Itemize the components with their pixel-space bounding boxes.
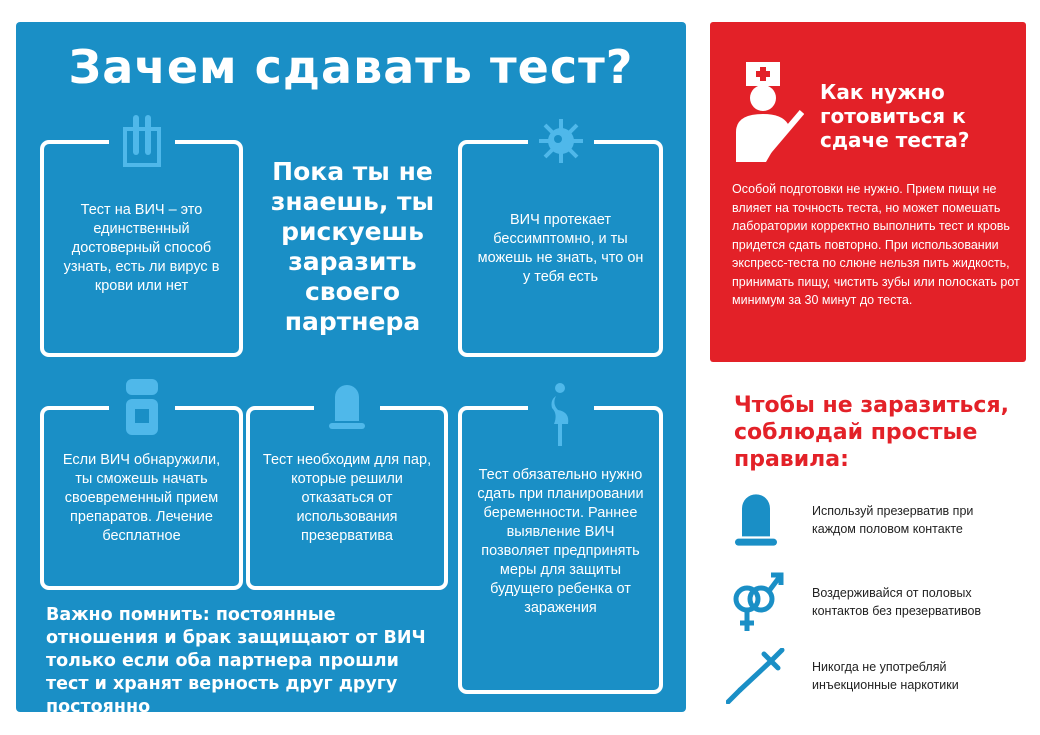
info-box-asymptomatic: ВИЧ протекает бессимптомно, и ты можешь … bbox=[458, 110, 663, 357]
test-tubes-icon bbox=[108, 110, 175, 172]
rule-text: Воздерживайся от половых контактов без п… bbox=[812, 586, 982, 618]
box-text: Тест необходим для пар, которые решили о… bbox=[262, 451, 432, 544]
rule-item: Воздерживайся от половых контактов без п… bbox=[726, 572, 981, 631]
info-box-only-method: Тест на ВИЧ – это единственный достоверн… bbox=[40, 110, 243, 357]
condom-icon bbox=[314, 376, 380, 438]
rule-text: Используй презерватив при каждом половом… bbox=[812, 504, 974, 536]
condom-icon bbox=[726, 492, 786, 548]
rule-item: Используй презерватив при каждом половом… bbox=[726, 492, 973, 548]
gender-symbols-icon bbox=[726, 572, 786, 631]
box-text: Тест на ВИЧ – это единственный достоверн… bbox=[63, 202, 220, 294]
box-text: ВИЧ протекает бессимптомно, и ты можешь … bbox=[477, 211, 644, 285]
rule-item: Никогда не употребляй инъекционные нарко… bbox=[726, 648, 959, 704]
syringe-icon bbox=[726, 648, 786, 704]
preparation-panel: Как нужно готовиться к сдаче теста? Особ… bbox=[710, 22, 1026, 362]
page-title: Зачем сдавать тест? bbox=[68, 40, 634, 94]
virus-icon bbox=[527, 110, 594, 172]
preparation-heading: Как нужно готовиться к сдаче теста? bbox=[820, 80, 970, 152]
info-box-treatment: Если ВИЧ обнаружили, ты сможешь начать с… bbox=[40, 376, 243, 590]
box-text: Если ВИЧ обнаружили, ты сможешь начать с… bbox=[62, 451, 221, 544]
info-box-couples: Тест необходим для пар, которые решили о… bbox=[246, 376, 448, 590]
rules-heading: Чтобы не заразиться, соблюдай простые пр… bbox=[734, 393, 1009, 472]
doctor-icon bbox=[736, 62, 804, 162]
info-box-pregnancy: Тест обязательно нужно сдать при планиро… bbox=[458, 380, 663, 694]
box-text: Тест обязательно нужно сдать при планиро… bbox=[477, 467, 644, 616]
rule-text: Никогда не употребляй инъекционные нарко… bbox=[812, 660, 959, 692]
pill-jar-icon bbox=[108, 376, 175, 438]
center-slogan: Пока ты не знаешь, ты рискуешь заразить … bbox=[270, 157, 435, 336]
important-note: Важно помнить: постоянные отношения и бр… bbox=[46, 605, 426, 717]
pregnant-woman-icon bbox=[527, 380, 594, 450]
preparation-text: Особой подготовки не нужно. Прием пищи н… bbox=[732, 182, 1020, 307]
